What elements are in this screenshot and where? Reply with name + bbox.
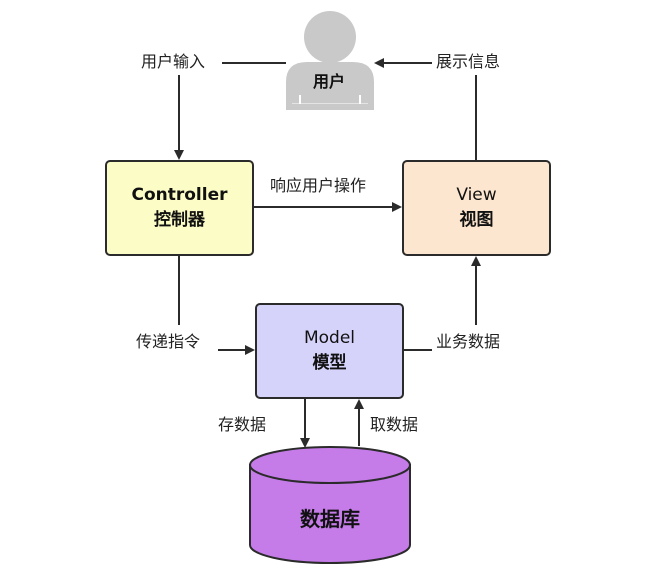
edge-label-store-data: 存数据 [218, 415, 267, 434]
database-body [249, 464, 411, 564]
database-label: 数据库 [300, 507, 360, 531]
view-label-cn: 视图 [459, 210, 494, 230]
controller-label-en: Controller [131, 185, 228, 205]
controller-box: Controller 控制器 [105, 160, 254, 256]
database-top [249, 446, 411, 484]
view-box: View 视图 [402, 160, 551, 256]
user-body [286, 62, 374, 104]
edge-label-pass-command: 传递指令 [136, 332, 201, 351]
view-label-en: View [456, 185, 497, 205]
model-label-en: Model [303, 328, 356, 348]
database-cylinder [249, 446, 411, 564]
edge-label-fetch-data: 取数据 [370, 415, 419, 434]
model-box: Model 模型 [255, 303, 404, 399]
user-body-base [286, 104, 374, 110]
controller-label-cn: 控制器 [154, 210, 205, 230]
user-icon [286, 11, 374, 110]
edge-label-business-data: 业务数据 [436, 332, 501, 351]
model-label-cn: 模型 [312, 353, 347, 373]
edge-label-respond-user-action: 响应用户操作 [270, 176, 367, 195]
user-label: 用户 [312, 72, 345, 91]
user-head [304, 11, 356, 63]
edge-label-show-info: 展示信息 [436, 52, 501, 71]
edge-label-user-input: 用户输入 [141, 52, 206, 71]
